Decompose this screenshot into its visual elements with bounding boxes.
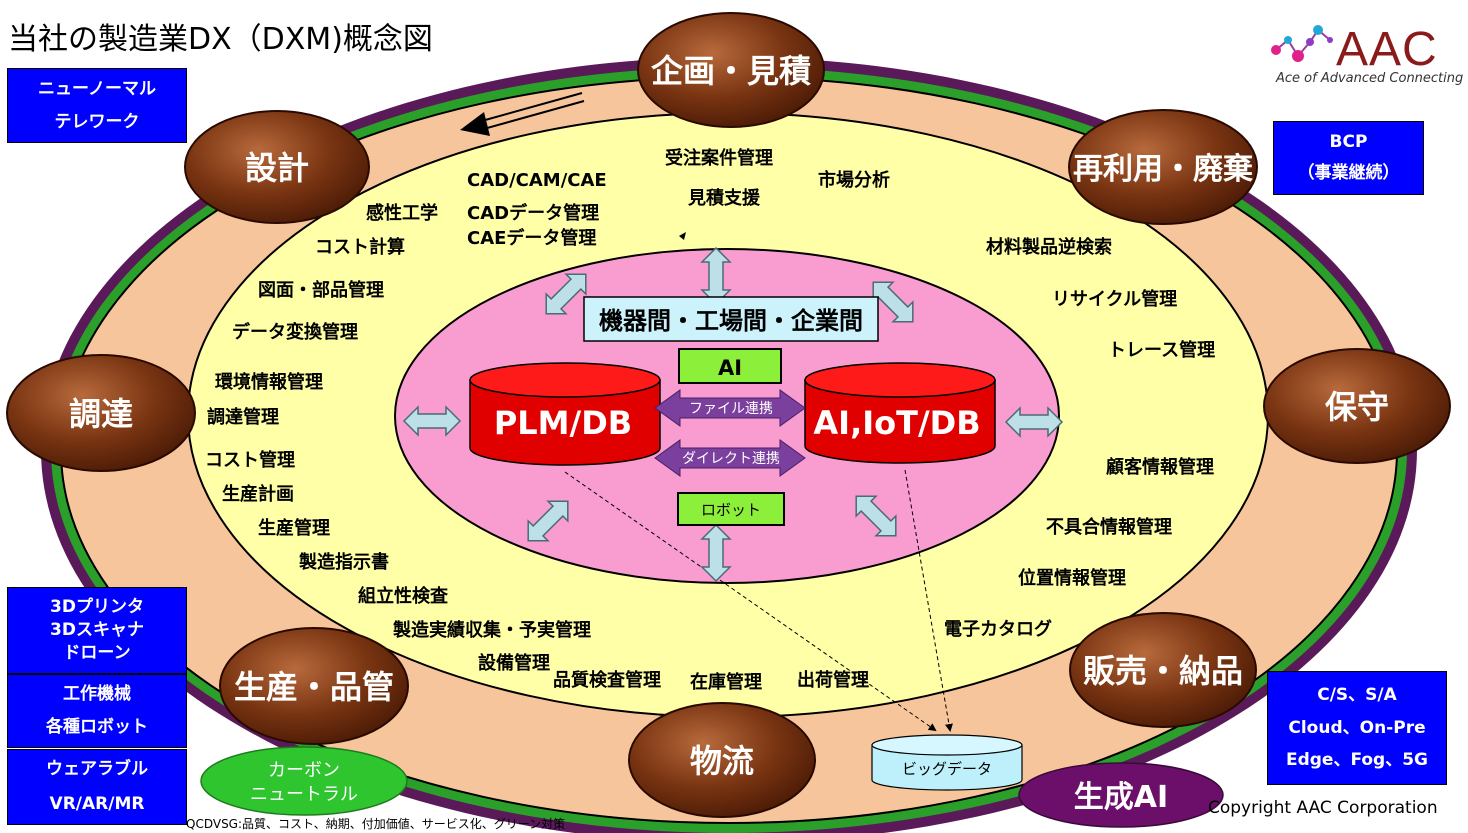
- item-shijo: 市場分析: [818, 169, 890, 191]
- gen-ai-label: 生成AI: [1074, 780, 1168, 815]
- robot-box: [677, 492, 785, 526]
- node-maintenance-label: 保守: [1325, 388, 1389, 426]
- item-cae-data: CAEデータ管理: [467, 227, 596, 249]
- devices-line-2: 3Dスキャナ: [50, 620, 144, 641]
- item-kokyaku: 顧客情報管理: [1106, 456, 1214, 478]
- bcp-line-2: （事業継続）: [1297, 163, 1400, 183]
- devices-line-1: 3Dプリンタ: [50, 597, 144, 618]
- item-seisan-keikaku: 生産計画: [222, 483, 294, 505]
- network-box: C/S、S/A Cloud、On-Pre Edge、Fog、5G: [1267, 671, 1447, 785]
- item-kumitate: 組立性検査: [358, 585, 448, 607]
- node-production: [219, 627, 409, 745]
- machines-line-1: 工作機械: [63, 684, 131, 705]
- devices-line-3: ドローン: [63, 642, 131, 663]
- node-sales: [1069, 612, 1257, 728]
- new-normal-box: ニューノーマル テレワーク: [7, 68, 187, 143]
- item-jisseki: 製造実績収集・予実管理: [392, 619, 591, 641]
- item-hinshitsu: 品質検査管理: [553, 669, 661, 691]
- ai-box: [678, 348, 782, 384]
- direct-link-label: ダイレクト連携: [682, 451, 780, 467]
- item-fuguai: 不具合情報管理: [1046, 516, 1172, 538]
- footnote: QCDVSG:品質、コスト、納期、付加価値、サービス化、グリーン対策: [186, 817, 566, 831]
- machines-box: 工作機械 各種ロボット: [7, 674, 187, 748]
- node-procurement-label: 調達: [69, 395, 133, 433]
- node-sales-label: 販売・納品: [1083, 652, 1243, 690]
- devices-box: 3Dプリンタ 3Dスキャナ ドローン: [7, 587, 187, 674]
- bcp-box: BCP （事業継続）: [1273, 121, 1424, 195]
- node-reuse: [1068, 109, 1258, 225]
- copyright: Copyright AAC Corporation: [1208, 798, 1438, 818]
- file-link-label: ファイル連携: [689, 401, 773, 417]
- item-setsubi: 設備管理: [478, 652, 550, 674]
- item-catalog: 電子カタログ: [944, 618, 1052, 640]
- node-design: [184, 110, 370, 224]
- item-zairyo: 材料製品逆検索: [986, 236, 1112, 258]
- network-line-1: C/S、S/A: [1317, 685, 1397, 706]
- item-shukka: 出荷管理: [797, 669, 869, 691]
- wearable-line-1: ウェアラブル: [46, 759, 148, 780]
- page-title: 当社の製造業DX（DXM)概念図: [8, 22, 433, 57]
- node-reuse-label: 再利用・廃棄: [1073, 152, 1253, 187]
- aiiot-db-label: AI,IoT/DB: [813, 404, 980, 442]
- node-logistics-label: 物流: [690, 742, 754, 780]
- item-ichi: 位置情報管理: [1018, 567, 1126, 589]
- big-data-cylinder: [871, 734, 1023, 791]
- machines-line-2: 各種ロボット: [46, 717, 148, 737]
- item-kansei: 感性工学: [366, 202, 438, 224]
- wearable-box: ウェアラブル VR/AR/MR: [7, 749, 187, 825]
- plm-bigdata-link: [564, 471, 937, 732]
- node-design-label: 設計: [245, 149, 309, 187]
- item-kankyo: 環境情報管理: [215, 371, 323, 393]
- node-procurement: [6, 354, 196, 472]
- new-normal-line-1: ニューノーマル: [38, 78, 156, 99]
- core-header-box: [583, 296, 879, 342]
- item-cadcam: CAD/CAM/CAE: [467, 170, 607, 191]
- item-cost-keisan: コスト計算: [315, 236, 405, 258]
- network-line-3: Edge、Fog、5G: [1285, 750, 1429, 771]
- item-mitsumori: 見積支援: [687, 187, 761, 209]
- direction-arrow: [460, 92, 585, 136]
- node-maintenance: [1263, 348, 1451, 464]
- item-zaiko: 在庫管理: [690, 671, 762, 693]
- item-chotatsu-kanri: 調達管理: [207, 406, 279, 428]
- carbon-neutral-ellipse: [200, 746, 408, 816]
- file-link-arrow: [654, 389, 806, 427]
- bcp-line-1: BCP: [1329, 132, 1368, 153]
- item-data-henkan: データ変換管理: [232, 321, 358, 343]
- logo-text: AAC: [1336, 23, 1438, 76]
- item-seizo-shiji: 製造指示書: [298, 551, 389, 573]
- item-recycle: リサイクル管理: [1052, 288, 1177, 310]
- wearable-line-2: VR/AR/MR: [49, 794, 145, 814]
- new-normal-line-2: テレワーク: [54, 111, 140, 132]
- item-cost-kanri: コスト管理: [205, 449, 295, 471]
- logo-subtitle: Ace of Advanced Connecting: [1276, 71, 1464, 86]
- small-pointer: [679, 232, 686, 240]
- carbon-line-2: ニュートラル: [250, 784, 358, 805]
- big-data-label: ビッグデータ: [902, 760, 992, 778]
- item-zumen: 図面・部品管理: [258, 279, 384, 301]
- aiiot-db-cylinder: [804, 362, 996, 464]
- direct-link-arrow: [654, 439, 806, 477]
- item-trace: トレース管理: [1108, 339, 1215, 361]
- node-planning-label: 企画・見積: [651, 52, 811, 90]
- ai-label: AI: [718, 356, 742, 380]
- network-line-2: Cloud、On-Pre: [1288, 717, 1426, 738]
- iot-bigdata-link: [904, 469, 953, 732]
- item-seisan-kanri: 生産管理: [258, 517, 330, 539]
- item-cad-data: CADデータ管理: [467, 202, 599, 224]
- core-header: 機器間・工場間・企業間: [599, 307, 863, 335]
- logo-graphic: [1271, 25, 1333, 62]
- robot-label: ロボット: [701, 501, 761, 519]
- plm-db-label: PLM/DB: [494, 404, 632, 442]
- node-logistics: [628, 702, 816, 818]
- gen-ai-ellipse: [1018, 762, 1224, 828]
- node-production-label: 生産・品管: [234, 668, 394, 706]
- carbon-line-1: カーボン: [268, 760, 340, 781]
- item-juchu: 受注案件管理: [665, 147, 773, 169]
- node-planning: [637, 12, 825, 128]
- plm-db-cylinder: [469, 362, 661, 466]
